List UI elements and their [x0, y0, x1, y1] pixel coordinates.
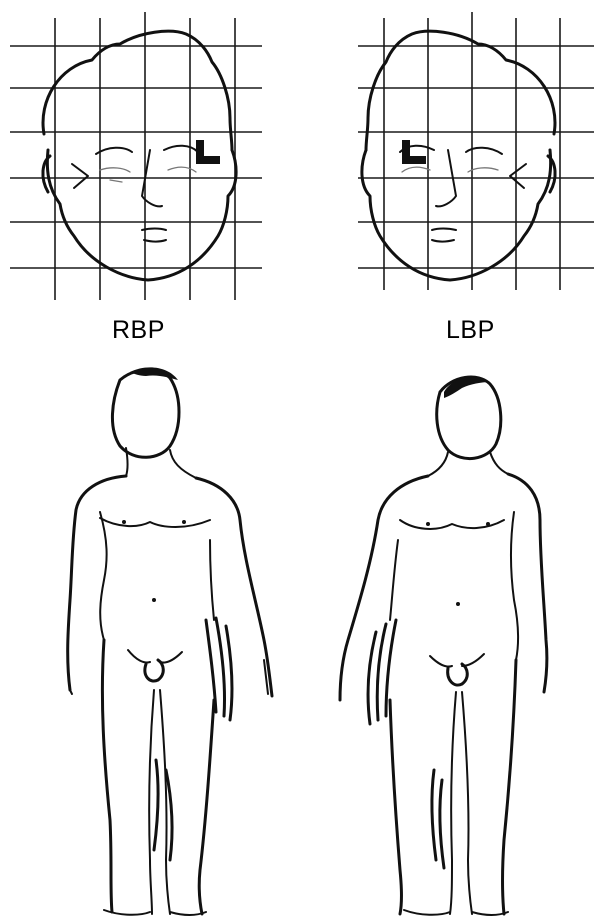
head-outline-right	[362, 31, 555, 280]
head-grid-right	[358, 12, 594, 290]
head-outline-left	[43, 31, 236, 280]
body-outline-right	[340, 377, 547, 915]
lesion-mark-right	[402, 140, 426, 164]
body-outline-left	[68, 367, 272, 915]
panel-label-rbp: RBP	[112, 318, 165, 343]
lesion-mark-left	[196, 140, 220, 164]
panel-label-lbp: LBP	[446, 318, 495, 343]
